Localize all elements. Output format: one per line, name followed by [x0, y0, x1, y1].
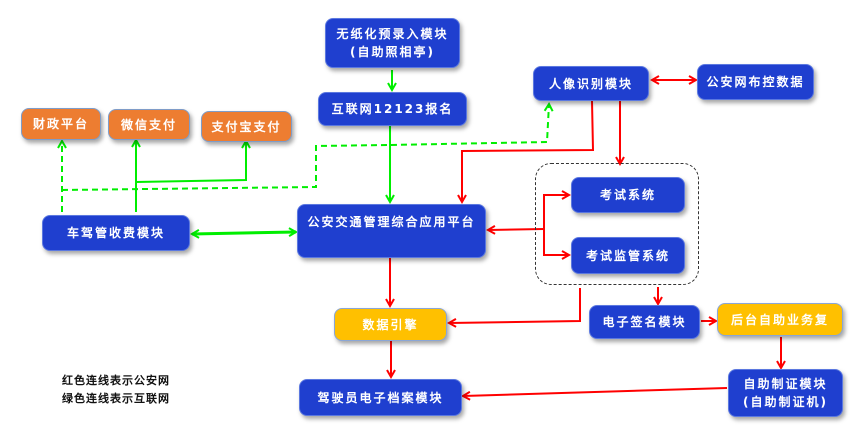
legend-green-line: 绿色连线表示互联网 — [62, 392, 170, 405]
link-exam-to-platform — [488, 229, 545, 230]
finance-platform[interactable]: 财政平台 — [21, 108, 101, 140]
link-face-to-platform — [462, 100, 595, 202]
fee-collection-label: 车驾管收费模块 — [66, 226, 165, 240]
alipay[interactable]: 支付宝支付 — [201, 111, 292, 142]
legend: 红色连线表示公安网 绿色连线表示互联网 — [62, 372, 170, 408]
e-signature-label: 电子签名模块 — [602, 315, 687, 329]
link-self-certificate-to-archive — [463, 387, 728, 396]
face-recognition-module[interactable]: 人像识别模块 — [533, 66, 649, 101]
backend-review-label: 后台自助业务复 — [730, 312, 829, 327]
police-control-data[interactable]: 公安网布控数据 — [697, 64, 814, 100]
exam-system[interactable]: 考试系统 — [571, 177, 685, 213]
internet-12123-registration[interactable]: 互联网12123报名 — [318, 92, 467, 126]
exam-systems-group — [535, 163, 699, 285]
self-certificate-module[interactable]: 自助制证模块 (自助制证机) — [728, 369, 843, 417]
paperless-entry-module[interactable]: 无纸化预录入模块 (自助照相亭) — [325, 18, 460, 68]
alipay-label: 支付宝支付 — [211, 119, 282, 134]
traffic-management-platform[interactable]: 公安交通管理综合应用平台 — [297, 204, 486, 258]
link-bracket-to-exam-system — [543, 195, 569, 229]
finance-platform-label: 财政平台 — [32, 117, 89, 131]
data-engine-label: 数据引擎 — [362, 317, 419, 332]
link-bracket-to-exam-supervision — [543, 229, 569, 255]
legend-red-line: 红色连线表示公安网 — [62, 374, 170, 387]
traffic-management-platform-label: 公安交通管理综合应用平台 — [307, 215, 476, 229]
police-control-data-label: 公安网布控数据 — [706, 75, 805, 89]
e-signature-module[interactable]: 电子签名模块 — [589, 305, 700, 339]
self-certificate-label: 自助制证模块 — [743, 377, 828, 391]
paperless-entry-label: 无纸化预录入模块 — [336, 27, 449, 41]
exam-supervision-label: 考试监管系统 — [585, 248, 670, 263]
internet-12123-label: 互联网12123报名 — [331, 102, 454, 116]
link-fee-to-alipay — [135, 141, 246, 183]
wechat-pay[interactable]: 微信支付 — [108, 109, 190, 140]
fee-collection-module[interactable]: 车驾管收费模块 — [42, 215, 190, 251]
self-certificate-sublabel: (自助制证机) — [743, 395, 828, 409]
exam-system-label: 考试系统 — [599, 188, 656, 202]
exam-supervision-system[interactable]: 考试监管系统 — [571, 237, 685, 274]
data-engine[interactable]: 数据引擎 — [334, 308, 447, 341]
link-dashed-to-face-recognition — [61, 104, 549, 191]
backend-self-service-review[interactable]: 后台自助业务复 — [717, 303, 843, 336]
driver-archive-label: 驾驶员电子档案模块 — [317, 390, 444, 405]
face-recognition-label: 人像识别模块 — [548, 76, 633, 91]
paperless-entry-sublabel: (自助照相亭) — [350, 45, 435, 59]
driver-electronic-archive-module[interactable]: 驾驶员电子档案模块 — [299, 379, 462, 416]
wechat-pay-label: 微信支付 — [120, 117, 177, 132]
link-exam-to-data-engine — [449, 288, 581, 323]
link-fee-platform-bidirectional — [192, 232, 296, 234]
